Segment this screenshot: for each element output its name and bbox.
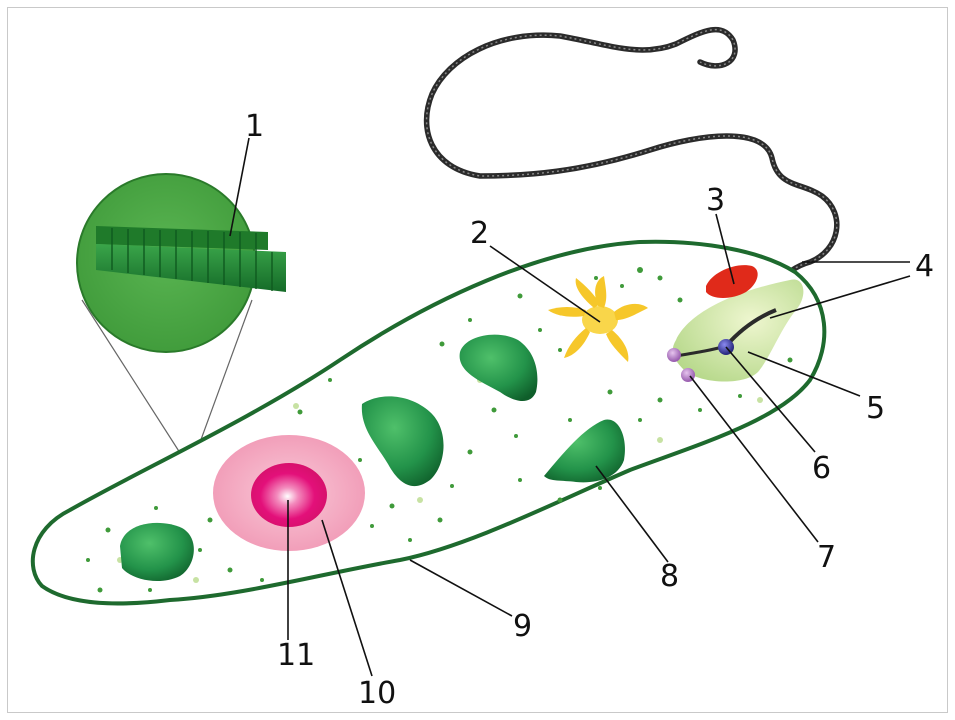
- label-4: 4: [915, 249, 934, 284]
- label-1: 1: [245, 109, 264, 144]
- label-7: 7: [817, 540, 836, 575]
- label-2: 2: [470, 216, 489, 251]
- leader-9: [410, 560, 512, 616]
- label-5: 5: [866, 391, 885, 426]
- label-11: 11: [277, 638, 315, 673]
- leader-8: [596, 466, 668, 562]
- label-3: 3: [706, 183, 725, 218]
- label-8: 8: [660, 559, 679, 594]
- chloroplast-1: [120, 523, 194, 581]
- label-9: 9: [513, 609, 532, 644]
- label-10: 10: [358, 676, 396, 711]
- nucleolus: [251, 463, 327, 527]
- label-6: 6: [812, 451, 831, 486]
- basal-body-light-1: [667, 348, 681, 362]
